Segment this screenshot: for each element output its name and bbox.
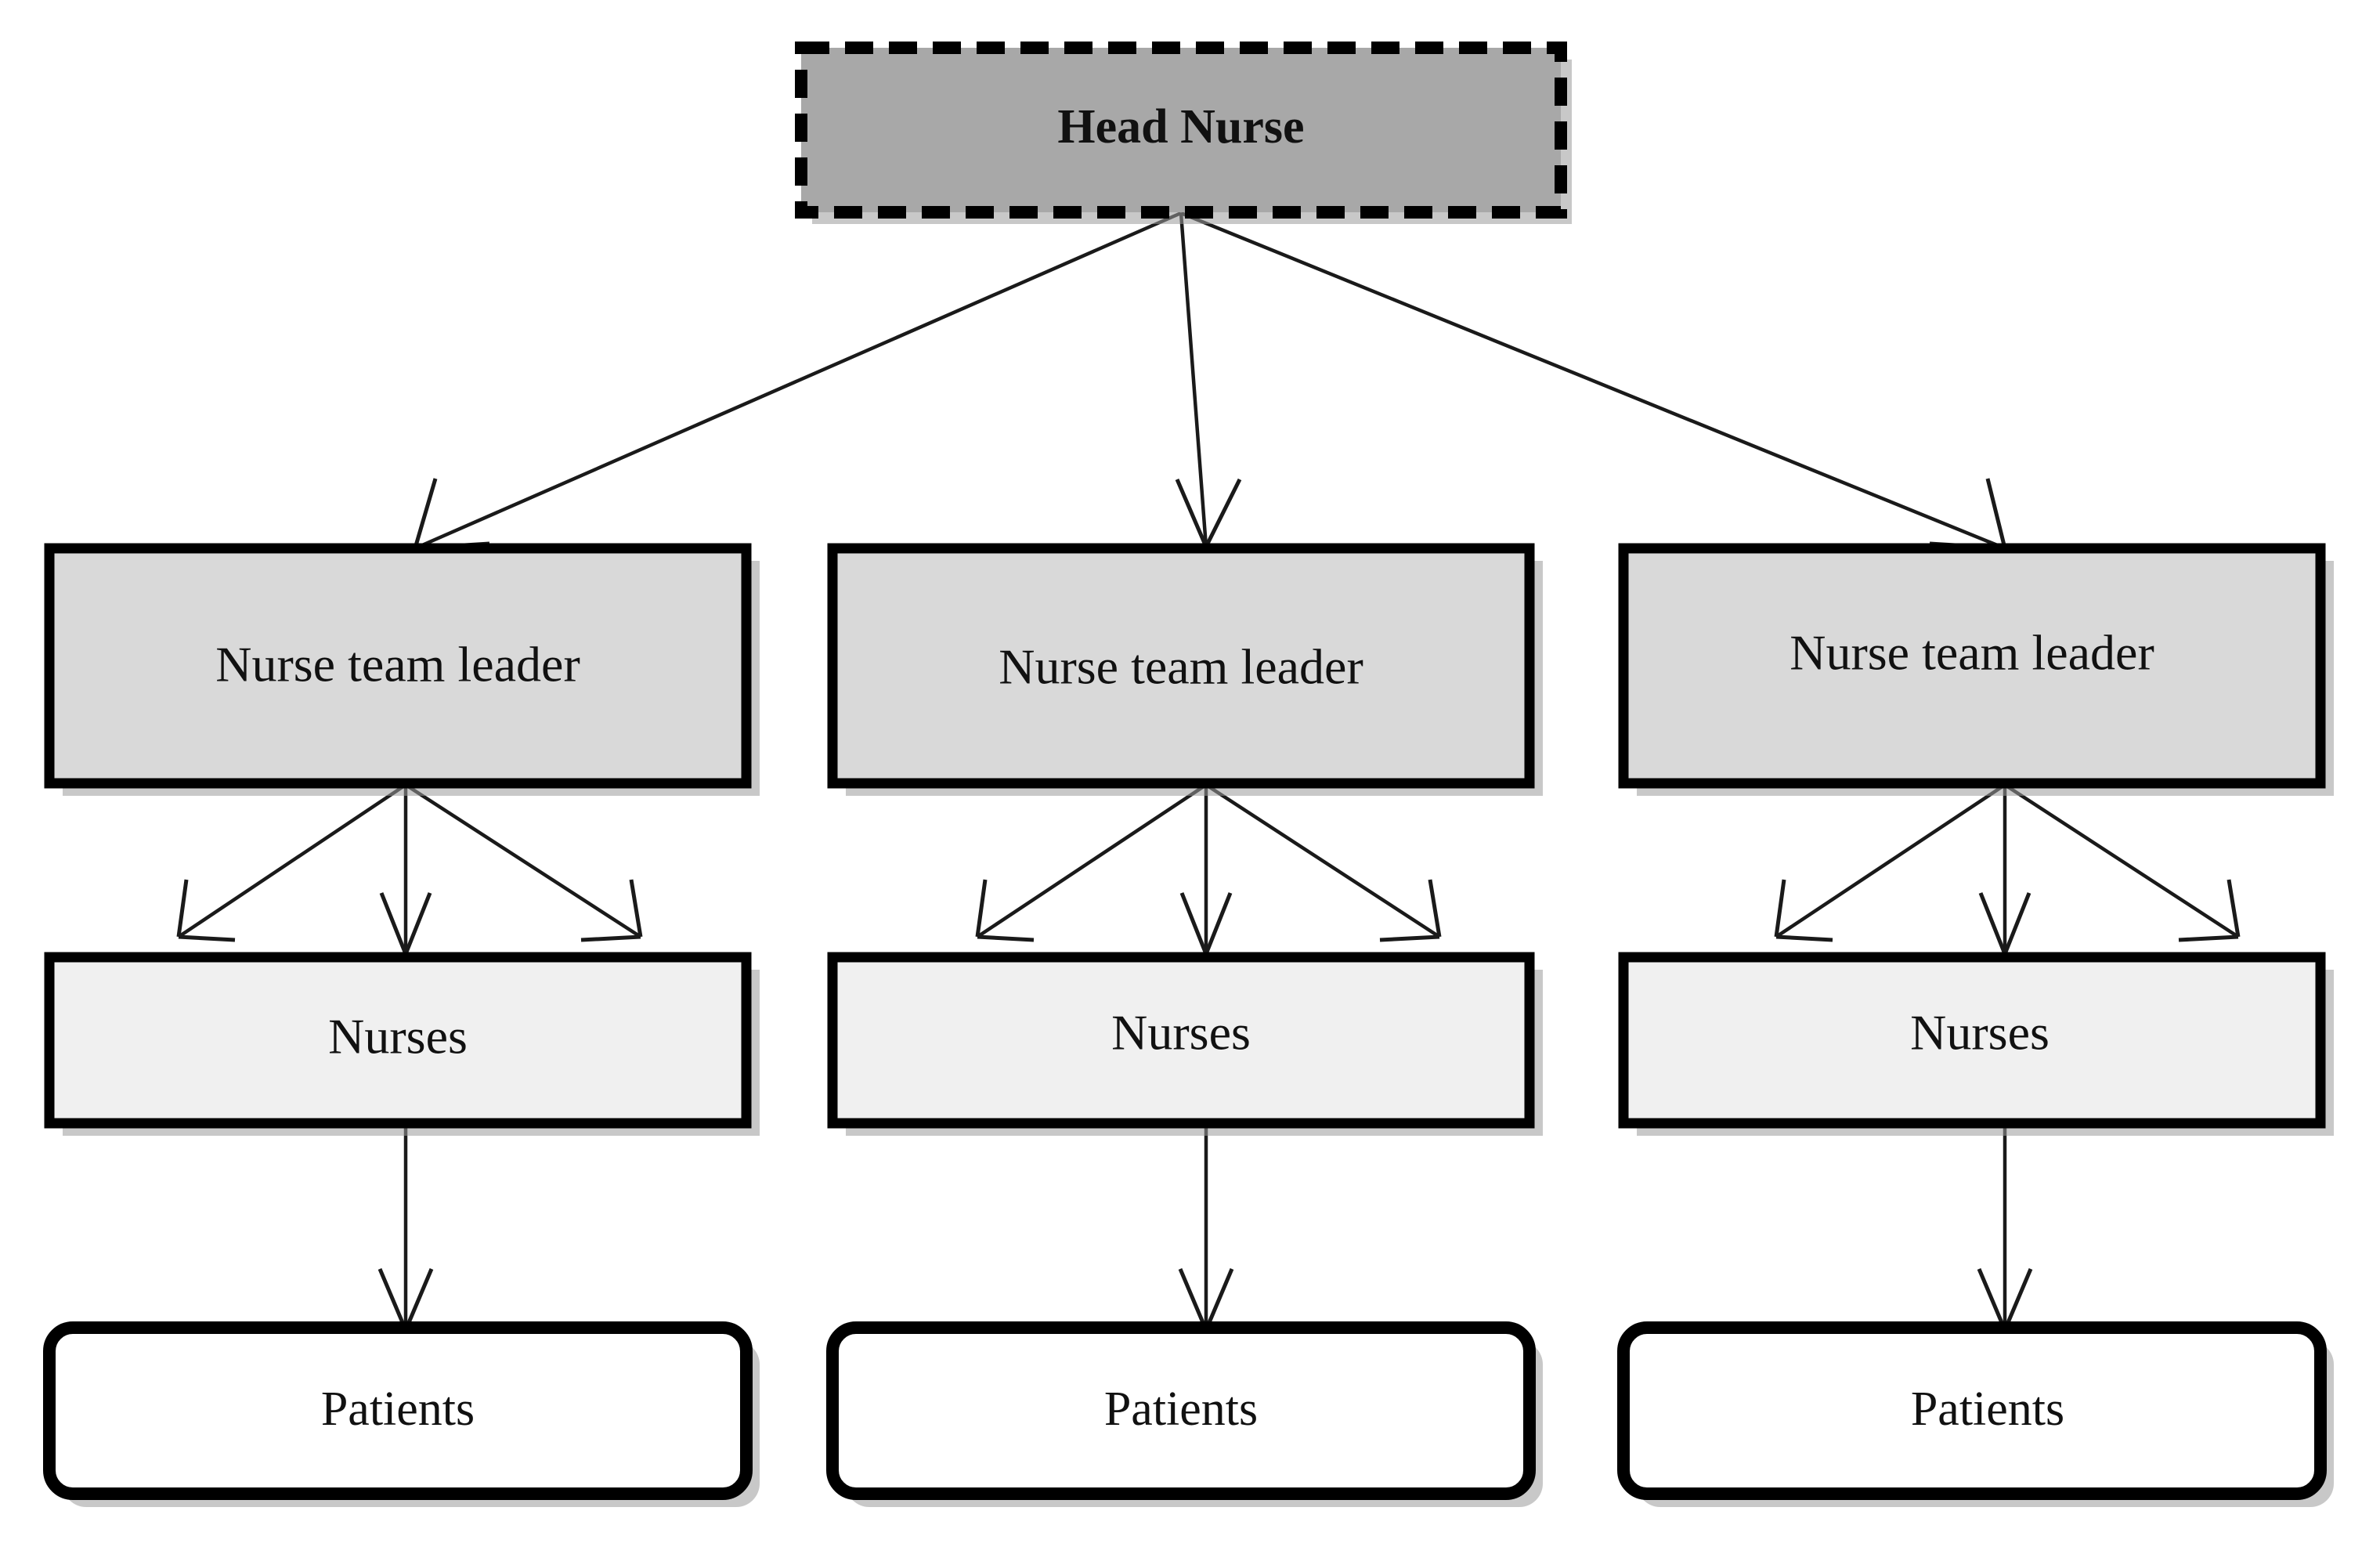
nurses-3-box[interactable] <box>1618 952 2326 1129</box>
nurse-team-leader-3-label: Nurse team leader <box>1790 625 2154 681</box>
nurse-team-leader-3-box[interactable] <box>1618 543 2326 789</box>
connector-leader3-to-nurses3 <box>1774 783 2241 955</box>
patients-2-label: Patients <box>1104 1383 1258 1436</box>
node-patients-2[interactable]: Patients <box>826 1321 1543 1507</box>
patients-1-box[interactable] <box>43 1321 753 1500</box>
connector-head-to-leader-1 <box>413 211 1182 551</box>
nurses-1-box[interactable] <box>44 952 752 1129</box>
patients-1-label: Patients <box>321 1383 475 1436</box>
nurse-team-leader-1-box[interactable] <box>44 543 752 789</box>
patients-2-box[interactable] <box>826 1321 1536 1500</box>
connector-leader2-to-nurses2 <box>975 783 1442 955</box>
nurse-team-leader-2-box[interactable] <box>827 543 1535 789</box>
node-head-nurse[interactable]: Head Nurse <box>795 42 1572 224</box>
nurses-3-label: Nurses <box>1910 1005 2050 1061</box>
nurse-team-leader-2-label: Nurse team leader <box>999 639 1363 695</box>
node-nurses-2[interactable]: Nurses <box>827 952 1543 1136</box>
patients-3-box[interactable] <box>1617 1321 2327 1500</box>
connector-nurses2-to-patients2 <box>1178 1126 1234 1331</box>
node-nurse-team-leader-2[interactable]: Nurse team leader <box>827 543 1543 796</box>
nurses-1-label: Nurses <box>328 1009 468 1064</box>
head-nurse-label: Head Nurse <box>1057 100 1304 154</box>
connector-leader1-to-nurses1 <box>176 783 643 955</box>
connector-head-to-leader-3 <box>1180 211 2007 551</box>
nurses-2-label: Nurses <box>1111 1005 1251 1061</box>
nurse-team-leader-1-label: Nurse team leader <box>215 637 580 692</box>
patients-3-label: Patients <box>1911 1383 2064 1436</box>
node-nurse-team-leader-3[interactable]: Nurse team leader <box>1618 543 2334 796</box>
node-patients-3[interactable]: Patients <box>1617 1321 2334 1507</box>
connector-nurses3-to-patients3 <box>1977 1126 2033 1331</box>
nurses-2-box[interactable] <box>827 952 1535 1129</box>
node-nurses-3[interactable]: Nurses <box>1618 952 2334 1136</box>
head-nurse-box[interactable] <box>795 42 1567 219</box>
connector-layer <box>176 211 2241 1331</box>
node-nurses-1[interactable]: Nurses <box>44 952 760 1136</box>
connector-head-to-leader-2 <box>1175 212 1242 548</box>
connector-nurses1-to-patients1 <box>377 1126 434 1331</box>
node-nurse-team-leader-1[interactable]: Nurse team leader <box>44 543 760 796</box>
node-patients-1[interactable]: Patients <box>43 1321 760 1507</box>
